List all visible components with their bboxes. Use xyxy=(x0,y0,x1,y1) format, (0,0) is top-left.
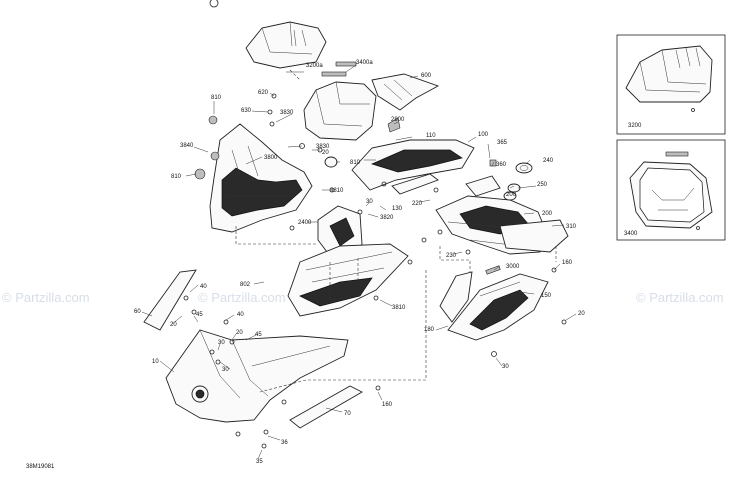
callout-40-b: 40 xyxy=(237,312,244,318)
part-240-cap xyxy=(515,162,533,174)
callout-600: 600 xyxy=(421,73,432,79)
callout-150: 150 xyxy=(541,293,552,299)
callout-110: 110 xyxy=(426,133,436,139)
part-180-lower-trim xyxy=(439,271,473,323)
inset-part-3400 xyxy=(629,151,713,230)
watermark-left: © Partzilla.com xyxy=(2,290,90,305)
callout-230: 230 xyxy=(446,253,457,259)
callout-30-c: 30 xyxy=(502,364,509,370)
callout-35: 35 xyxy=(256,459,263,465)
inset-box-3200 xyxy=(616,34,726,135)
part-70-strip xyxy=(289,385,363,429)
callout-20-a: 20 xyxy=(322,150,329,156)
callout-45-a: 45 xyxy=(196,312,203,318)
part-810-grommet xyxy=(324,156,338,168)
callout-3830-a: 3830 xyxy=(280,110,294,116)
callout-250: 250 xyxy=(537,182,548,188)
part-2800 xyxy=(387,117,401,133)
callout-30-a: 30 xyxy=(366,199,373,205)
callout-30-d: 30 xyxy=(222,367,229,373)
callout-365: 365 xyxy=(497,140,508,146)
callout-3000: 3000 xyxy=(506,264,520,270)
part-3200a-cover xyxy=(245,21,327,81)
watermark-right: © Partzilla.com xyxy=(636,290,724,305)
part-2400-bracket xyxy=(317,205,363,259)
callout-3400: 3400 xyxy=(624,231,638,237)
diagram-id: 38M19081 xyxy=(26,464,55,470)
callout-3800: 3800 xyxy=(264,155,278,161)
callout-310: 310 xyxy=(566,224,577,230)
callout-130: 130 xyxy=(392,206,403,212)
leader-lines xyxy=(141,64,577,460)
callout-20-d: 20 xyxy=(236,330,243,336)
part-802-nose xyxy=(287,243,409,317)
callout-45-b: 45 xyxy=(255,332,262,338)
callout-36: 36 xyxy=(281,440,288,446)
callout-810-b: 810 xyxy=(350,160,361,166)
callout-810-c: 810 xyxy=(171,174,182,180)
callout-60: 60 xyxy=(134,309,141,315)
callout-40-a: 40 xyxy=(200,284,207,290)
callout-20-c: 20 xyxy=(578,311,585,317)
callout-70: 70 xyxy=(344,411,351,417)
callout-802: 802 xyxy=(240,282,251,288)
callout-30-b: 30 xyxy=(218,340,225,346)
guide-lines xyxy=(235,226,557,393)
callout-100: 100 xyxy=(478,132,489,138)
callout-10: 10 xyxy=(152,359,159,365)
inset-part-3200 xyxy=(625,45,713,112)
callout-3200a: 3200a xyxy=(306,63,323,69)
callout-labels: 3200a 3400a 600 810 620 630 3830 2800 11… xyxy=(26,60,642,470)
callout-3810-b: 3810 xyxy=(392,305,406,311)
callout-3820: 3820 xyxy=(380,215,394,221)
callout-3830-b: 3830 xyxy=(316,144,330,150)
part-150-lower-panel xyxy=(447,273,549,341)
part-100-side-panel xyxy=(351,139,475,195)
callout-3200: 3200 xyxy=(628,123,642,129)
callout-620: 620 xyxy=(258,90,269,96)
callout-630: 630 xyxy=(241,108,252,114)
callout-360: 360 xyxy=(496,162,507,168)
callout-200-b: 200 xyxy=(542,211,553,217)
callout-2400: 2400 xyxy=(298,220,312,226)
callout-810-a: 810 xyxy=(211,95,222,101)
part-3000 xyxy=(485,265,501,275)
fasteners xyxy=(183,93,567,449)
callout-200-a: 200 xyxy=(506,192,517,198)
part-600-trim xyxy=(371,73,440,111)
part-3400a-storage xyxy=(303,61,377,141)
part-310 xyxy=(499,219,569,253)
callout-2800: 2800 xyxy=(391,117,405,123)
part-3800-front-upper xyxy=(194,115,313,233)
callout-3400a: 3400a xyxy=(356,60,373,66)
part-360 xyxy=(465,175,501,197)
clipped-circle-mark xyxy=(209,0,219,8)
watermark-center: © Partzilla.com xyxy=(198,290,286,305)
watermarks: © Partzilla.com © Partzilla.com © Partzi… xyxy=(2,290,724,305)
callout-220: 220 xyxy=(412,201,423,207)
callout-180: 180 xyxy=(424,327,435,333)
callout-20-b: 20 xyxy=(170,322,177,328)
inset-box-3400 xyxy=(616,139,726,241)
callout-3840: 3840 xyxy=(180,143,194,149)
callout-240: 240 xyxy=(543,158,554,164)
callout-3810-a: 3810 xyxy=(330,188,344,194)
callout-160-a: 160 xyxy=(562,260,573,266)
part-365 xyxy=(489,159,497,167)
callout-160-b: 160 xyxy=(382,402,393,408)
part-60-strip xyxy=(143,269,197,331)
